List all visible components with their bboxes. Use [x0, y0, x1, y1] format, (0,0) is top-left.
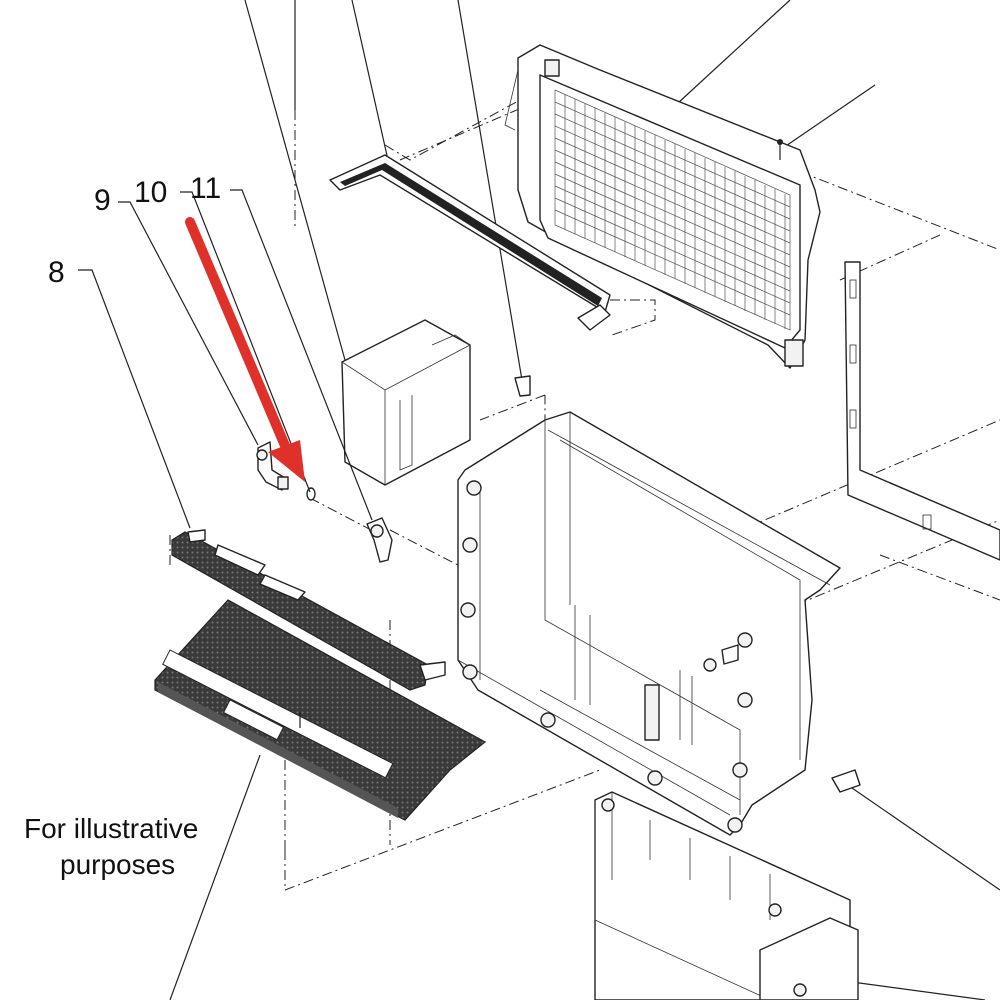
callout-leaders — [78, 189, 373, 1000]
part-10-oring — [306, 487, 316, 501]
leader-lines-top — [244, 0, 1000, 1000]
illustrative-note-line-1: For illustrative — [24, 813, 198, 844]
inner-baffle — [341, 319, 471, 486]
clips — [514, 375, 861, 793]
lower-tank — [594, 791, 859, 1000]
highlight-arrow — [185, 217, 305, 482]
callout-8: 8 — [48, 256, 65, 289]
callout-10: 10 — [134, 176, 167, 209]
long-rail — [329, 154, 611, 331]
upper-grille-frame — [504, 44, 821, 369]
side-bracket — [844, 261, 1000, 561]
callout-9: 9 — [94, 184, 111, 217]
part-8-filter-assembly — [154, 529, 487, 821]
part-9-elbow-fitting — [256, 441, 289, 491]
callout-11: 11 — [190, 172, 221, 205]
screw — [777, 139, 783, 160]
illustrative-note-line-2: purposes — [60, 849, 175, 880]
main-housing — [457, 411, 841, 836]
part-11-float-valve — [366, 517, 393, 563]
grille-mesh — [554, 95, 791, 329]
